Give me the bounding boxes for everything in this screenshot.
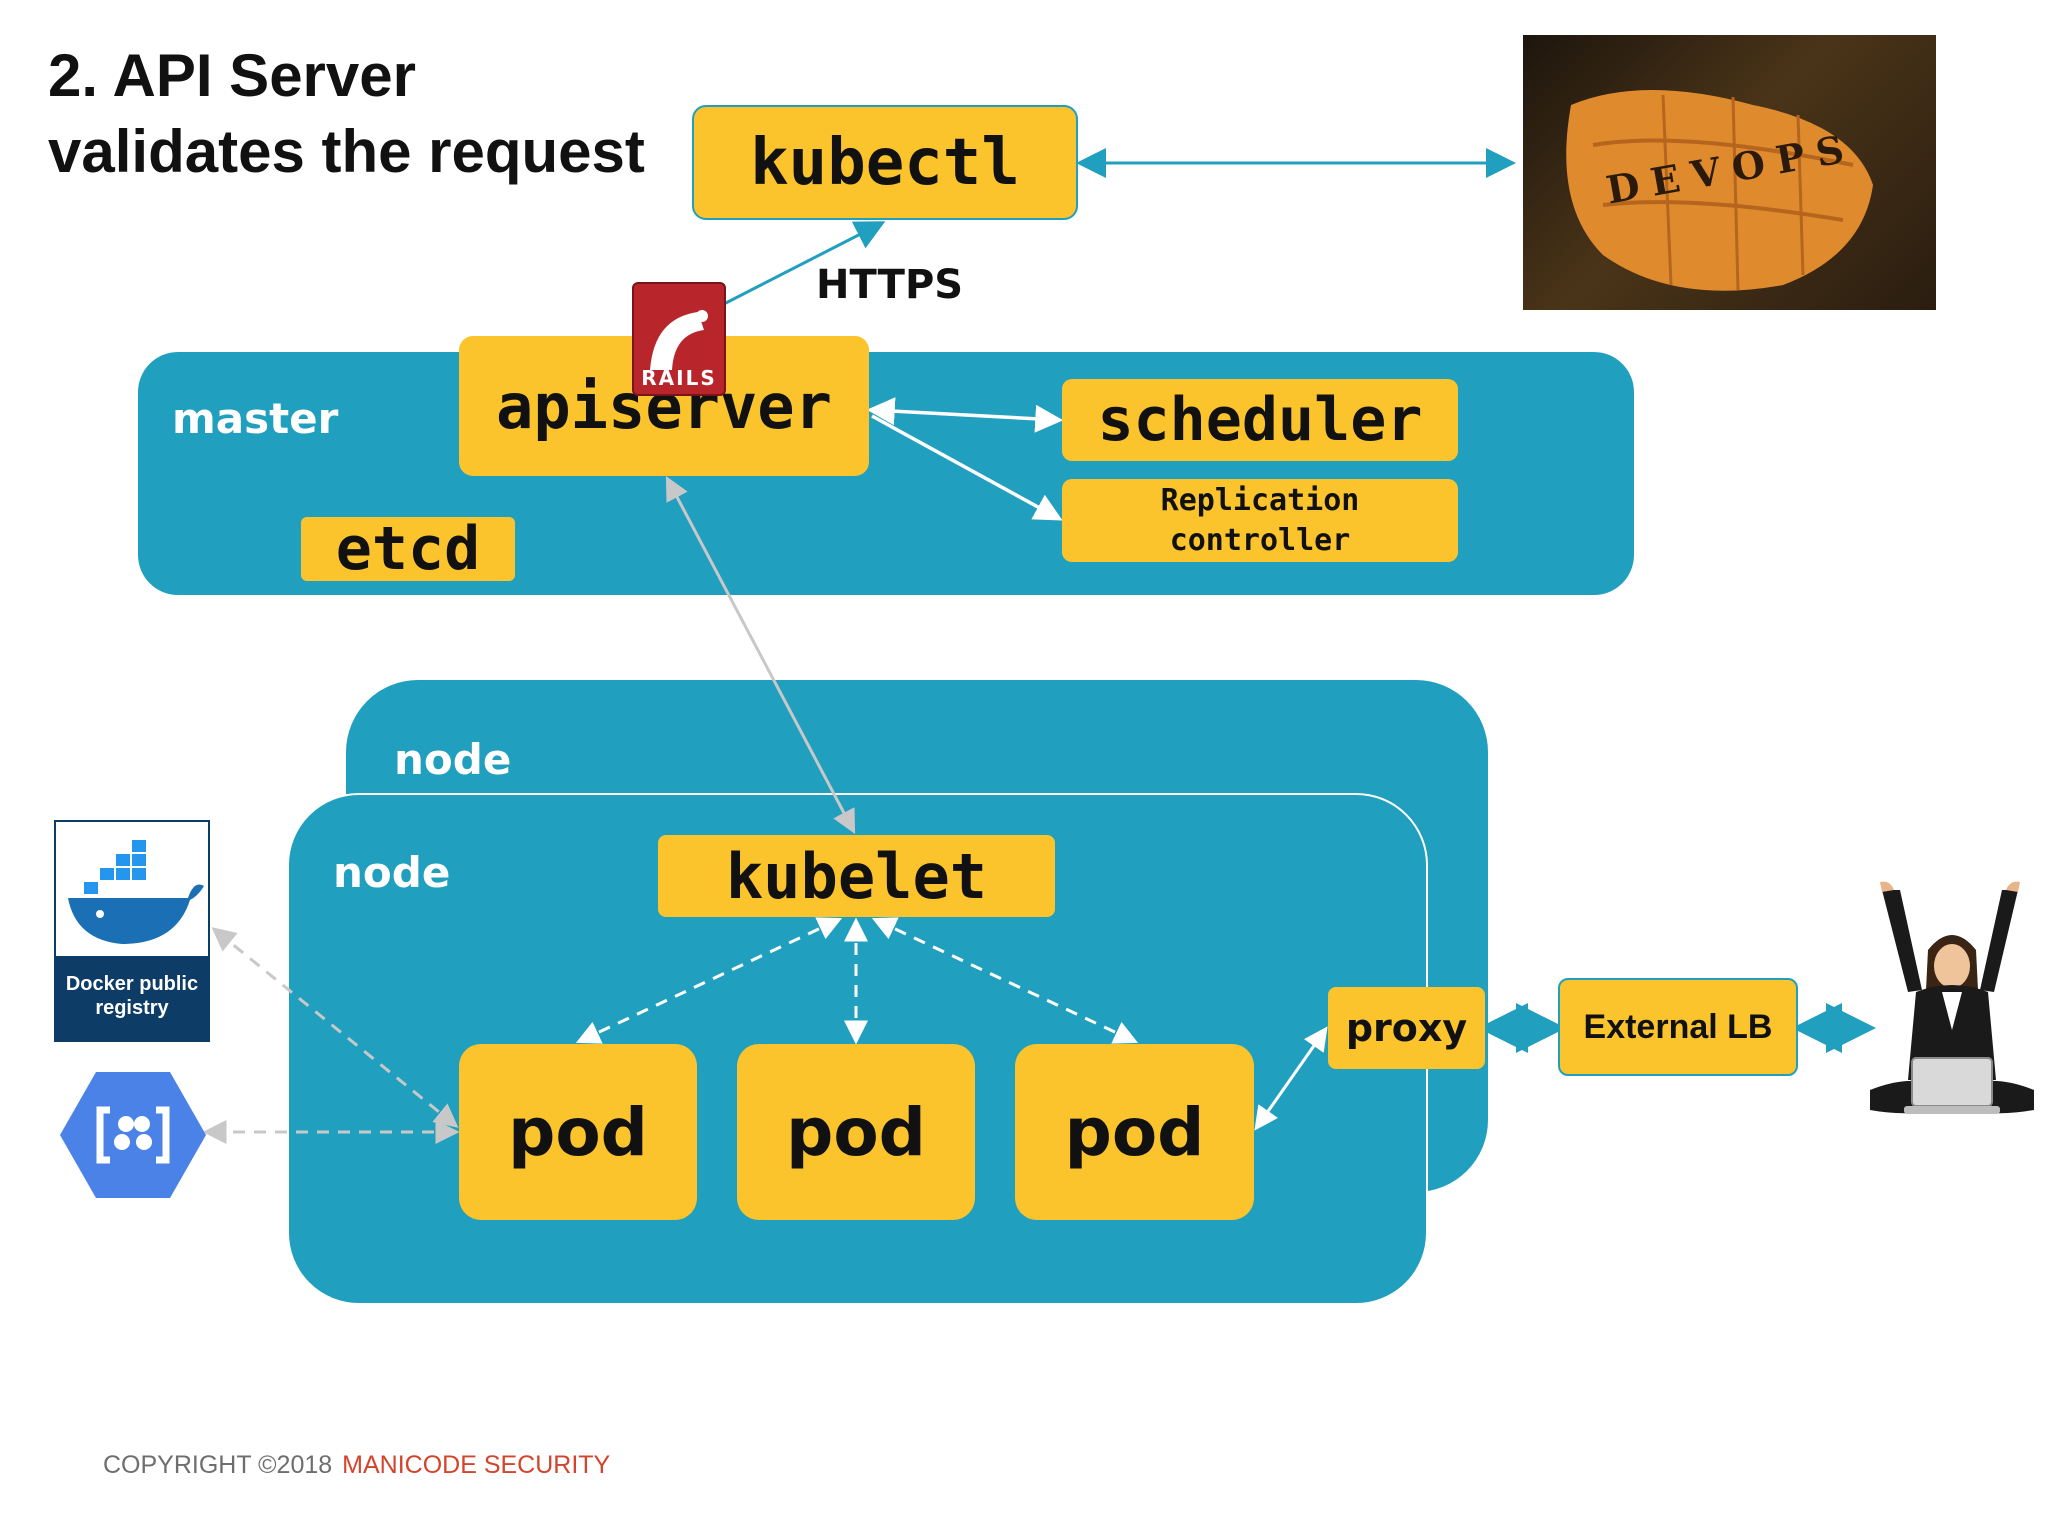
title-line-1: 2. API Server	[48, 42, 416, 109]
master-label: master	[172, 394, 339, 443]
docker-label: Docker public registry	[56, 956, 208, 1040]
copyright-text: COPYRIGHT ©2018	[103, 1451, 333, 1479]
edge-pod1-docker	[211, 927, 459, 1128]
docker-label-2: registry	[95, 997, 169, 1019]
pod-box-1: pod	[459, 1044, 697, 1220]
etcd-box: etcd	[301, 514, 515, 584]
proxy-box: proxy	[1328, 987, 1485, 1069]
https-label: HTTPS	[816, 262, 964, 308]
edge-kubelet-pod3	[871, 917, 1139, 1044]
kubelet-label: kubelet	[725, 839, 988, 913]
container-registry-icon	[60, 1072, 206, 1198]
celebrating-user-icon	[1870, 881, 2034, 1114]
replication-controller-label-2: controller	[1169, 522, 1351, 558]
slide-title: 2. API Server validates the request	[48, 38, 688, 190]
pod-box-3: pod	[1015, 1044, 1254, 1220]
edge-apiserver-kubectl	[719, 221, 886, 308]
docker-whale-icon	[68, 840, 204, 944]
node-front-label: node	[333, 848, 451, 897]
devops-letter-o: O	[1728, 140, 1769, 191]
company-name: MANICODE SECURITY	[342, 1451, 611, 1479]
rails-badge-label: RAILS	[641, 366, 717, 390]
external-lb-label: External LB	[1583, 1007, 1773, 1046]
devops-letter-v: V	[1687, 148, 1725, 198]
kubelet-box: kubelet	[658, 835, 1055, 917]
devops-letter-e: E	[1647, 155, 1684, 205]
external-lb-box: External LB	[1558, 978, 1798, 1076]
docker-label-1: Docker public	[65, 973, 199, 995]
edge-pod3-proxy	[1254, 1026, 1328, 1131]
devops-letter-p: P	[1772, 133, 1809, 183]
etcd-label: etcd	[335, 514, 481, 584]
devops-fist-photo: D E V O P S	[1523, 35, 1936, 310]
replication-controller-label-1: Replication	[1160, 482, 1360, 518]
proxy-label: proxy	[1345, 1006, 1468, 1050]
pod-1-label: pod	[508, 1093, 648, 1171]
scheduler-label: scheduler	[1097, 385, 1423, 455]
devops-fist-icon	[1566, 90, 1873, 291]
edge-apiserver-scheduler	[866, 397, 1064, 433]
title-line-2: validates the request	[48, 118, 645, 185]
pod-2-label: pod	[786, 1093, 926, 1171]
pod-box-2: pod	[737, 1044, 975, 1220]
scheduler-box: scheduler	[1062, 379, 1458, 461]
pod-3-label: pod	[1064, 1093, 1205, 1171]
kubectl-box: kubectl	[692, 105, 1078, 220]
footer: COPYRIGHT ©2018 MANICODE SECURITY	[103, 1451, 610, 1480]
rails-track-icon	[650, 310, 708, 370]
docker-public-registry-logo: Docker public registry	[54, 820, 210, 1042]
edge-apiserver-kubelet	[665, 476, 856, 834]
rails-logo: RAILS	[632, 282, 726, 396]
edge-kubelet-pod1	[575, 917, 843, 1044]
node-back-label: node	[394, 735, 512, 784]
edge-apiserver-replication	[871, 414, 1063, 521]
replication-controller-box: Replication controller	[1062, 479, 1458, 562]
kubectl-label: kubectl	[750, 125, 1020, 200]
devops-letter-d: D	[1602, 162, 1644, 213]
